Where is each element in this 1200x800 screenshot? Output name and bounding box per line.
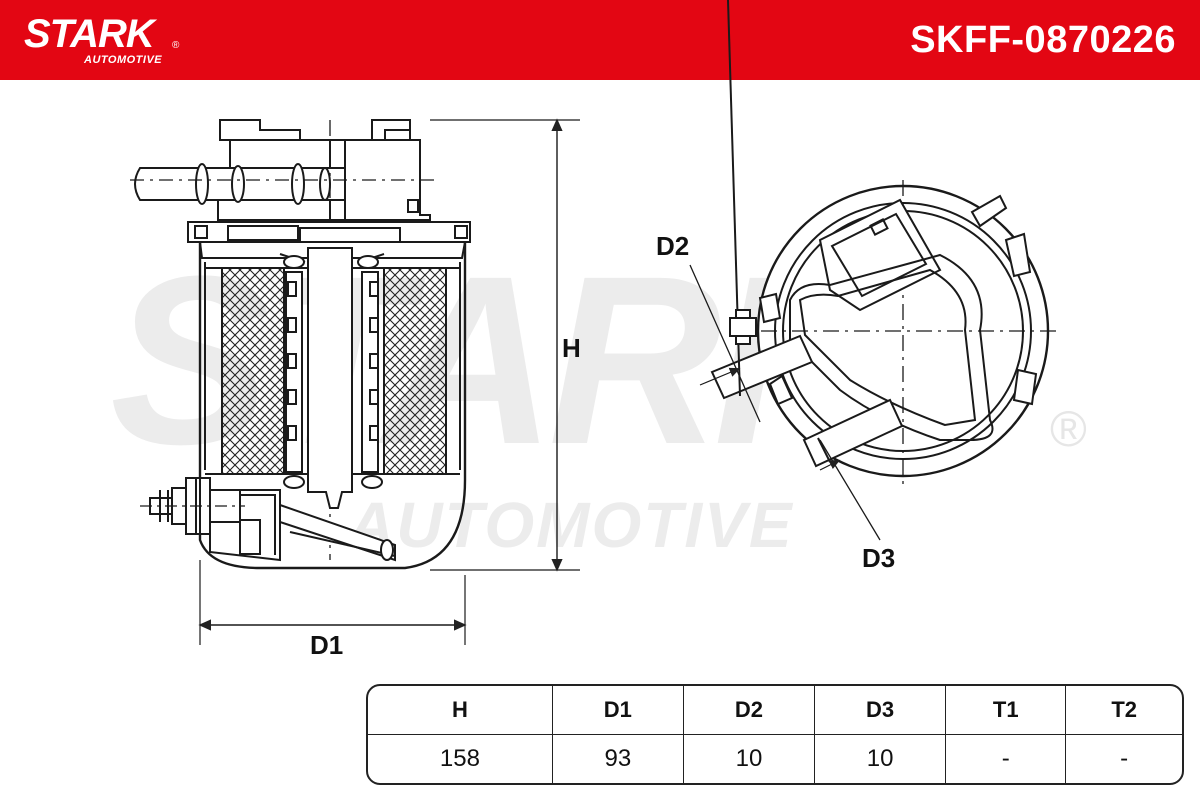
brand-subtitle: AUTOMOTIVE bbox=[84, 54, 163, 66]
spec-table: H D1 D2 D3 T1 T2 158 93 10 10 - - bbox=[366, 684, 1184, 785]
top-view bbox=[689, 0, 1060, 541]
spec-header-d1: D1 bbox=[552, 686, 684, 735]
spec-header-h: H bbox=[368, 686, 553, 735]
brand-name: STARK bbox=[24, 12, 155, 56]
label-d1: D1 bbox=[310, 630, 343, 660]
inner-support-left bbox=[285, 271, 303, 473]
spec-value-t2: - bbox=[1120, 745, 1129, 772]
label-d3: D3 bbox=[862, 543, 895, 573]
header-bar: STARK ® AUTOMOTIVE SKFF-0870226 bbox=[0, 0, 1200, 80]
brand-registered-mark: ® bbox=[172, 40, 180, 51]
spec-value-d2: 10 bbox=[684, 735, 816, 783]
label-h: H bbox=[562, 333, 581, 363]
inner-support-right bbox=[361, 271, 379, 473]
spec-header-t2: T2 bbox=[1066, 686, 1182, 735]
label-d2: D2 bbox=[656, 231, 689, 261]
spec-value-h: 158 bbox=[368, 735, 553, 783]
spec-value-t1: - bbox=[946, 735, 1067, 783]
spec-value-d1: 93 bbox=[553, 735, 684, 783]
spec-header-row: H D1 D2 D3 T1 T2 bbox=[368, 686, 1182, 735]
spec-header-d2: D2 bbox=[683, 686, 816, 735]
spec-header-t1: T1 bbox=[946, 686, 1067, 735]
spec-value-d3: 10 bbox=[815, 735, 947, 783]
brand-logo: STARK ® AUTOMOTIVE bbox=[24, 12, 179, 66]
drain-screw bbox=[140, 477, 245, 535]
side-view bbox=[130, 118, 580, 645]
spec-value-row: 158 93 10 10 - - bbox=[368, 735, 1182, 783]
spec-header-d3: D3 bbox=[815, 686, 947, 735]
part-number: SKFF-0870226 bbox=[910, 19, 1176, 61]
